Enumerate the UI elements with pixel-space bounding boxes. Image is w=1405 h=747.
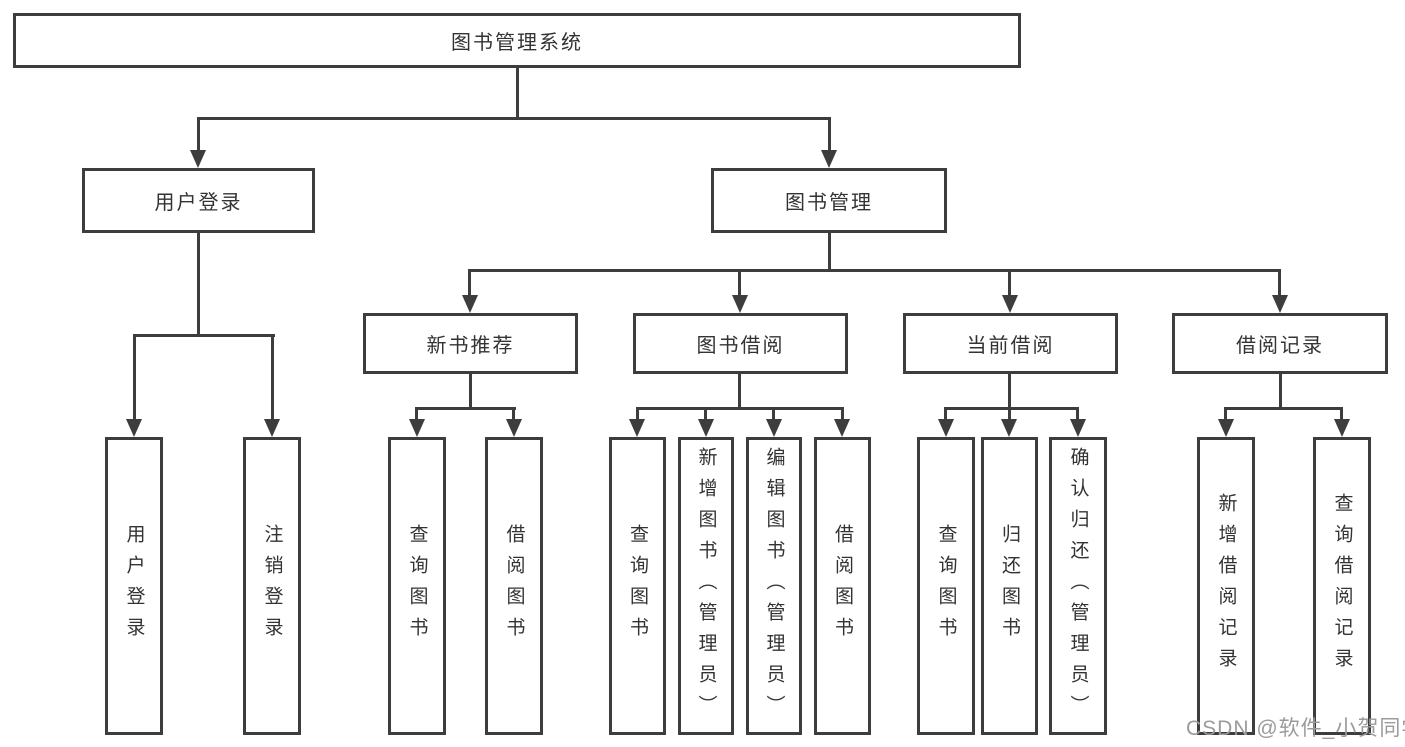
leaf-logout-label: 注销登录 (261, 524, 283, 648)
connector-line (512, 407, 515, 421)
connector-line (1076, 407, 1079, 421)
leaf-user-login: 用户登录 (105, 437, 163, 735)
leaf-logout: 注销登录 (243, 437, 301, 735)
leaf-query-book-2-label: 查询图书 (627, 524, 648, 648)
leaf-borrow-book-2-label: 借阅图书 (832, 524, 853, 648)
leaf-return-book-label: 归还图书 (999, 524, 1020, 648)
leaf-return-book: 归还图书 (981, 437, 1038, 735)
connector-line (1340, 407, 1343, 421)
connector-line (772, 407, 775, 421)
csdn-watermark: CSDN @软件_小贺同学 (1186, 717, 1405, 740)
arrow-down-icon (1334, 419, 1350, 437)
connector-line (468, 269, 471, 297)
arrow-down-icon (629, 419, 645, 437)
connector-line (841, 407, 844, 421)
arrow-down-icon (834, 419, 850, 437)
leaf-add-book-admin-label: 新增图书（管理员） (695, 446, 717, 726)
connector-line (1008, 407, 1011, 421)
connector-line (704, 407, 707, 421)
node-book-borrow: 图书借阅 (633, 313, 848, 374)
arrow-down-icon (821, 150, 837, 168)
leaf-query-book-2: 查询图书 (609, 437, 666, 735)
leaf-query-book-3-label: 查询图书 (935, 524, 957, 648)
arrow-down-icon (1002, 295, 1018, 313)
arrow-down-icon (409, 419, 425, 437)
node-borrow-records: 借阅记录 (1172, 313, 1388, 374)
connector-line (133, 334, 275, 337)
leaf-query-borrow-record-label: 查询借阅记录 (1331, 493, 1353, 679)
connector-line (828, 117, 831, 153)
connector-line (415, 407, 516, 410)
arrow-down-icon (938, 419, 954, 437)
node-user-login-label: 用户登录 (154, 192, 243, 214)
node-current-borrow: 当前借阅 (903, 313, 1118, 374)
connector-line (197, 117, 831, 120)
leaf-confirm-return-admin-label: 确认归还（管理员） (1067, 446, 1089, 726)
connector-line (1279, 374, 1282, 410)
arrow-down-icon (462, 295, 478, 313)
arrow-down-icon (1001, 419, 1017, 437)
node-book-management-label: 图书管理 (785, 192, 873, 214)
arrow-down-icon (698, 419, 714, 437)
leaf-borrow-book-1-label: 借阅图书 (503, 524, 525, 648)
node-current-borrow-label: 当前借阅 (966, 335, 1055, 357)
arrow-down-icon (1272, 295, 1288, 313)
node-borrow-records-label: 借阅记录 (1236, 335, 1324, 357)
connector-line (1278, 269, 1281, 297)
connector-line (636, 407, 639, 421)
connector-line (828, 233, 831, 272)
leaf-user-login-label: 用户登录 (123, 524, 145, 648)
leaf-query-book-1: 查询图书 (388, 437, 446, 735)
connector-line (271, 334, 274, 421)
node-new-book-recommend-label: 新书推荐 (426, 335, 515, 357)
connector-line (197, 233, 200, 337)
arrow-down-icon (264, 419, 280, 437)
connector-line (1224, 407, 1227, 421)
connector-line (133, 334, 136, 421)
arrow-down-icon (1070, 419, 1086, 437)
connector-line (944, 407, 1079, 410)
leaf-query-borrow-record: 查询借阅记录 (1313, 437, 1371, 735)
connector-line (469, 374, 472, 410)
node-user-login: 用户登录 (82, 168, 315, 233)
leaf-borrow-book-1: 借阅图书 (485, 437, 543, 735)
node-root-label: 图书管理系统 (451, 32, 583, 54)
arrow-down-icon (766, 419, 782, 437)
arrow-down-icon (126, 419, 142, 437)
connector-line (738, 269, 741, 297)
node-root: 图书管理系统 (13, 13, 1021, 68)
connector-line (636, 407, 844, 410)
connector-line (944, 407, 947, 421)
arrow-down-icon (190, 150, 206, 168)
arrow-down-icon (732, 295, 748, 313)
leaf-edit-book-admin: 编辑图书（管理员） (746, 437, 802, 735)
leaf-edit-book-admin-label: 编辑图书（管理员） (763, 446, 785, 726)
node-book-borrow-label: 图书借阅 (696, 335, 785, 357)
node-book-management: 图书管理 (711, 168, 947, 233)
leaf-confirm-return-admin: 确认归还（管理员） (1049, 437, 1107, 735)
connector-line (516, 68, 519, 120)
leaf-add-borrow-record-label: 新增借阅记录 (1215, 493, 1237, 679)
connector-line (1008, 374, 1011, 410)
connector-line (1224, 407, 1343, 410)
arrow-down-icon (1218, 419, 1234, 437)
connector-line (1008, 269, 1011, 297)
leaf-query-book-3: 查询图书 (917, 437, 975, 735)
leaf-borrow-book-2: 借阅图书 (814, 437, 871, 735)
arrow-down-icon (506, 419, 522, 437)
connector-line (197, 117, 200, 153)
node-new-book-recommend: 新书推荐 (363, 313, 578, 374)
connector-line (468, 269, 1281, 272)
connector-line (738, 374, 741, 410)
leaf-query-book-1-label: 查询图书 (406, 524, 428, 648)
leaf-add-borrow-record: 新增借阅记录 (1197, 437, 1255, 735)
leaf-add-book-admin: 新增图书（管理员） (678, 437, 734, 735)
connector-line (415, 407, 418, 421)
